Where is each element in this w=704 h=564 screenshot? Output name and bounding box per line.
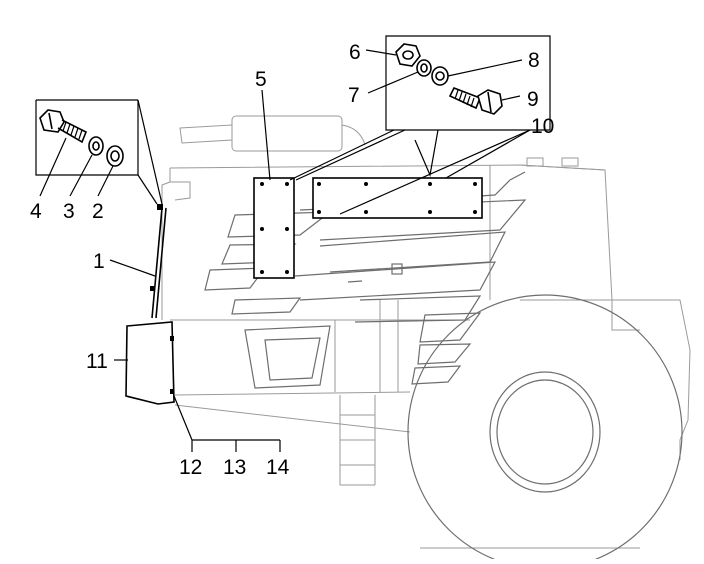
- washer-icon: [106, 145, 124, 167]
- callout-9: 9: [527, 88, 539, 111]
- callout-5: 5: [255, 68, 267, 91]
- callout-3: 3: [63, 200, 75, 223]
- callout-13: 13: [223, 456, 246, 479]
- detail-box-left: [35, 99, 163, 205]
- cover-plate-10: [312, 177, 483, 219]
- callout-4: 4: [30, 200, 42, 223]
- callout-2: 2: [92, 200, 104, 223]
- callout-labels: 1 2 3 4 5 6 7 8 9 10 11 12 13 14: [30, 41, 554, 479]
- spring-washer-icon: [416, 59, 432, 77]
- leader-lines: [39, 49, 531, 452]
- callout-10: 10: [531, 115, 554, 138]
- callout-8: 8: [528, 49, 540, 72]
- detail-box-top-right: [289, 35, 551, 181]
- cover-plate-5: [253, 177, 295, 279]
- callout-7: 7: [348, 84, 360, 107]
- hex-bolt-icon: [39, 109, 88, 144]
- side-strip-1: [150, 204, 167, 319]
- lamp-cover-11: [125, 321, 175, 405]
- machine-body-outline: [161, 115, 691, 549]
- wheel-icon: [407, 294, 683, 564]
- callout-1: 1: [93, 250, 105, 273]
- washer-icon: [431, 66, 449, 86]
- callout-6: 6: [349, 41, 361, 64]
- callout-11: 11: [86, 350, 108, 373]
- callout-14: 14: [266, 456, 290, 479]
- spring-washer-icon: [88, 136, 104, 156]
- hex-bolt-icon: [448, 86, 503, 115]
- hex-nut-icon: [395, 43, 421, 67]
- callout-12: 12: [179, 456, 202, 479]
